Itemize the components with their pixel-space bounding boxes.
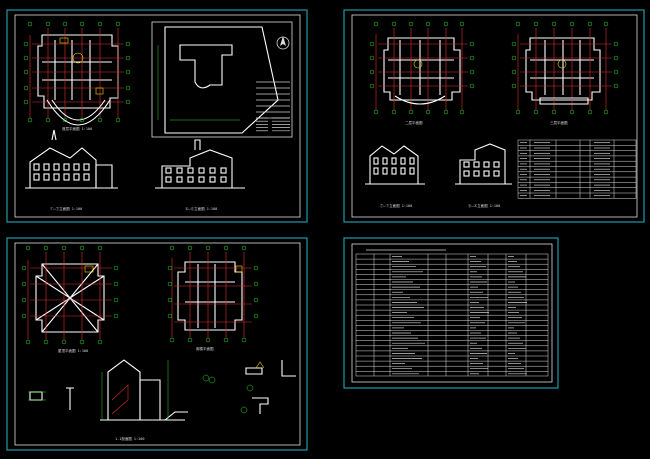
svg-text:Ⓐ–Ⓖ立面图 1:100: Ⓐ–Ⓖ立面图 1:100 (185, 206, 217, 211)
sheet-3: 屋顶平面图 1:100 阁楼平面图 1-1剖面图 1:100 (6, 237, 308, 451)
design-notes-table (355, 249, 549, 377)
sheet-1: 首层平面图 1:100 ①–⑦立面图 1:100 (6, 9, 308, 223)
elevations-pair: ⑦–①立面图 1:100 Ⓖ–Ⓐ立面图 1:100 (365, 143, 512, 208)
side-elevation: Ⓐ–Ⓖ立面图 1:100 (155, 139, 245, 211)
floor-plan-2: 二层平面图 (375, 28, 468, 125)
floor-plan-1: 首层平面图 1:100 (29, 28, 124, 131)
svg-text:首层平面图 1:100: 首层平面图 1:100 (62, 126, 92, 131)
svg-text:Ⓖ–Ⓐ立面图 1:100: Ⓖ–Ⓐ立面图 1:100 (468, 203, 500, 208)
svg-text:三层平面图: 三层平面图 (550, 120, 568, 125)
sheet-2: 二层平面图 三层平面图 ⑦–①立面图 1:100 Ⓖ–Ⓐ立面图 1:100 (343, 9, 645, 223)
grid-bubbles (21, 21, 619, 345)
svg-text:1-1剖面图 1:100: 1-1剖面图 1:100 (115, 436, 144, 441)
front-elevation: ①–⑦立面图 1:100 (25, 129, 118, 211)
svg-text:二层平面图: 二层平面图 (405, 120, 423, 125)
door-window-schedule (517, 139, 637, 199)
svg-text:⑦–①立面图 1:100: ⑦–①立面图 1:100 (380, 203, 412, 208)
attic-plan: 阁楼平面图 (171, 252, 252, 351)
north-arrow-icon (276, 36, 290, 50)
roof-plan: 屋顶平面图 1:100 (27, 252, 112, 353)
detail-drawings (28, 360, 296, 414)
floor-plan-3: 三层平面图 (517, 28, 612, 125)
sheet-4 (343, 237, 559, 389)
section-drawing: 1-1剖面图 1:100 (100, 359, 188, 441)
svg-text:阁楼平面图: 阁楼平面图 (196, 346, 214, 351)
site-plan (151, 21, 293, 138)
svg-text:①–⑦立面图 1:100: ①–⑦立面图 1:100 (50, 206, 82, 211)
svg-text:屋顶平面图 1:100: 屋顶平面图 1:100 (58, 348, 88, 353)
